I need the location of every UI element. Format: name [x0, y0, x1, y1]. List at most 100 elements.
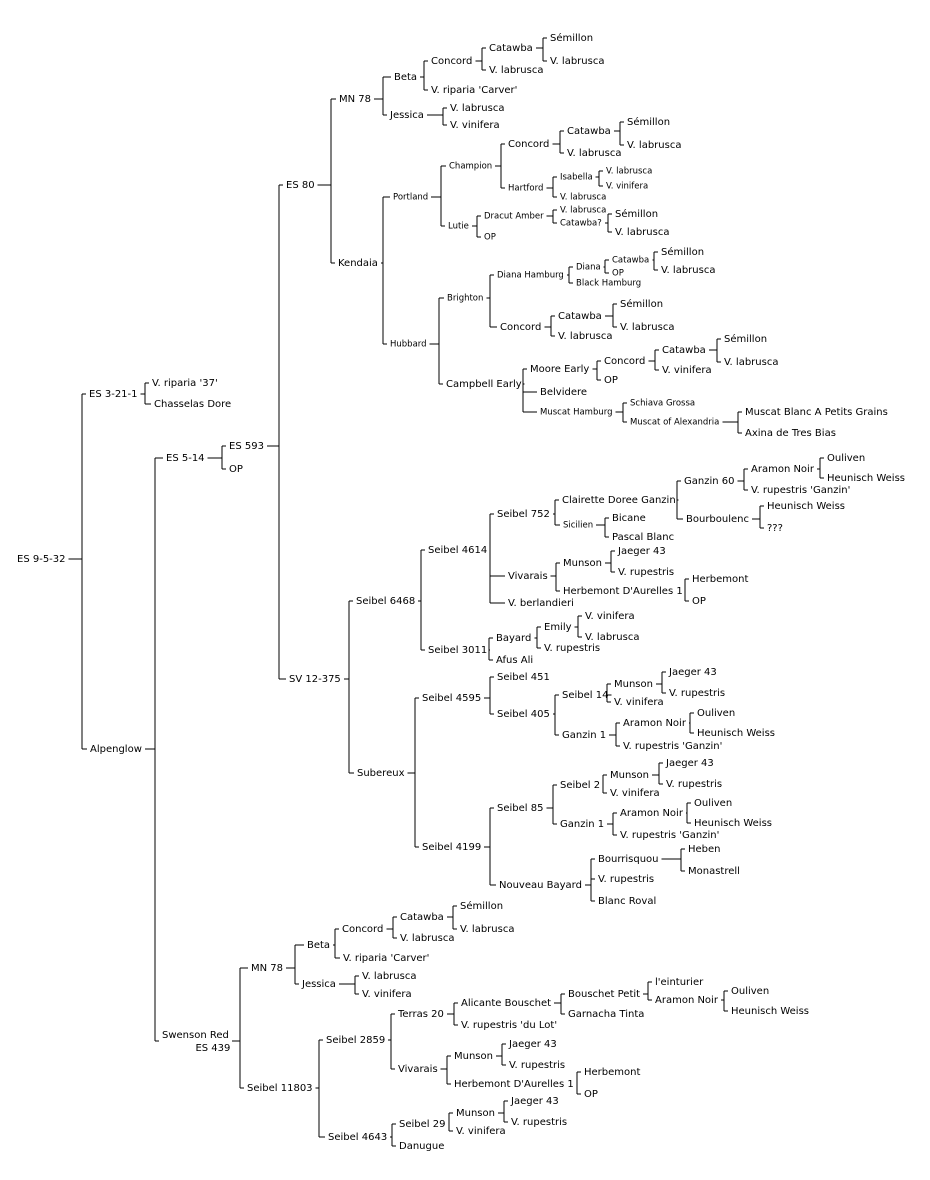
node-label: Hubbard [390, 340, 427, 350]
node-label: Terras 20 [397, 1009, 444, 1020]
node-label: V. rupestris [598, 874, 654, 885]
node-label: Jessica [389, 110, 424, 121]
node-label: Afus Ali [496, 655, 533, 666]
node-label: V. vinifera [610, 788, 660, 799]
node-label: Ganzin 1 [562, 730, 606, 741]
node-label: Isabella [560, 173, 593, 183]
node-label: V. labrusca [661, 265, 715, 276]
node-label: V. riparia '37' [152, 378, 218, 389]
node-label: Axina de Tres Bias [745, 428, 836, 439]
node-label: V. labrusca [627, 140, 681, 151]
node-label: Jaeger 43 [510, 1096, 559, 1107]
node-label: Monastrell [688, 866, 740, 877]
node-label: OP [612, 269, 624, 279]
node-label: Blanc Roval [598, 896, 656, 907]
node-label: V. vinifera [614, 697, 664, 708]
node-label: V. vinifera [450, 120, 500, 131]
node-label: V. rupestris [618, 567, 674, 578]
node-label: Campbell Early [446, 379, 522, 390]
node-label: V. labrusca [585, 632, 639, 643]
node-label: Seibel 4643 [328, 1132, 387, 1143]
node-label: V. vinifera [662, 365, 712, 376]
node-label: Bicane [612, 513, 646, 524]
node-label: V. labrusca [560, 193, 606, 203]
node-label: Munson [456, 1108, 495, 1119]
node-label: Catawba [662, 345, 706, 356]
node-label: Beta [394, 72, 417, 83]
node-label: Bouschet Petit [568, 989, 640, 1000]
node-label: Ouliven [694, 798, 732, 809]
node-label: V. labrusca [550, 56, 604, 67]
node-label: Muscat Blanc A Petits Grains [745, 407, 888, 418]
node-label: Concord [431, 56, 472, 67]
node-label: Hartford [508, 184, 543, 194]
node-label: Seibel 14 [562, 690, 608, 701]
node-label: OP [584, 1089, 598, 1100]
node-label: V. rupestris [511, 1117, 567, 1128]
node-label: ES 9-5-32 [17, 554, 66, 565]
node-label: Aramon Noir [655, 995, 719, 1006]
node-label: V. vinifera [362, 989, 412, 1000]
node-label: Seibel 3011 [428, 645, 487, 656]
node-label: Bourrisquou [598, 854, 659, 865]
node-label: V. vinifera [456, 1126, 506, 1137]
node-label: V. riparia 'Carver' [343, 953, 429, 964]
node-label: Heunisch Weiss [694, 818, 772, 829]
node-label: Diana [576, 263, 601, 273]
node-label: Ouliven [731, 986, 769, 997]
node-label: Seibel 11803 [247, 1083, 313, 1094]
node-label: Herbemont [584, 1067, 640, 1078]
node-label: Herbemont [692, 574, 748, 585]
node-label: Heunisch Weiss [767, 501, 845, 512]
node-label: V. labrusca [460, 924, 514, 935]
node-label: Moore Early [530, 364, 589, 375]
node-label: Brighton [447, 294, 483, 304]
node-label: Sémillon [460, 900, 503, 912]
node-label: Seibel 752 [497, 509, 550, 520]
node-label: V. rupestris [544, 643, 600, 654]
node-label: Schiava Grossa [630, 399, 695, 409]
node-label: OP [692, 596, 706, 607]
node-label: V. rupestris [666, 779, 722, 790]
node-label: Ganzin 1 [560, 819, 604, 830]
node-label: Sémillon [724, 333, 767, 345]
node-label: V. labrusca [724, 357, 778, 368]
node-label: Nouveau Bayard [499, 880, 582, 891]
node-label: ES 593 [229, 441, 264, 452]
node-label: Catawba [400, 912, 444, 923]
node-label: Sémillon [615, 208, 658, 220]
node-label: Jaeger 43 [617, 546, 666, 557]
node-label: Heben [688, 844, 721, 855]
node-label: Sémillon [627, 116, 670, 128]
node-label: Seibel 2 [560, 780, 600, 791]
node-label: l'einturier [655, 977, 704, 988]
node-label: Ganzin 60 [684, 476, 734, 487]
node-label: V. labrusca [558, 331, 612, 342]
node-label: OP [604, 375, 618, 386]
node-label: V. labrusca [567, 148, 621, 159]
node-label: Catawba [489, 43, 533, 54]
node-label: Garnacha Tinta [568, 1009, 644, 1020]
node-label: Vivarais [508, 571, 548, 582]
node-label: Jessica [301, 979, 336, 990]
node-label: Ouliven [827, 453, 865, 464]
node-label: ES 3-21-1 [89, 389, 138, 400]
node-label: Seibel 4595 [422, 693, 481, 704]
node-label: Aramon Noir [751, 464, 815, 475]
node-label: Herbemont D'Aurelles 1 [454, 1079, 574, 1090]
node-label: Muscat Hamburg [540, 408, 612, 418]
node-label: Munson [610, 770, 649, 781]
node-label: Sémillon [550, 32, 593, 44]
node-label: Alicante Bouschet [461, 998, 551, 1009]
node-label: Beta [307, 940, 330, 951]
node-label: Bourboulenc [686, 514, 749, 525]
node-label: Alpenglow [90, 744, 142, 755]
node-label: Concord [500, 322, 541, 333]
node-label: Seibel 451 [497, 672, 550, 683]
node-label: V. labrusca [362, 971, 416, 982]
node-label: V. vinifera [606, 182, 648, 192]
node-label: Heunisch Weiss [731, 1006, 809, 1017]
node-label: OP [484, 233, 496, 243]
